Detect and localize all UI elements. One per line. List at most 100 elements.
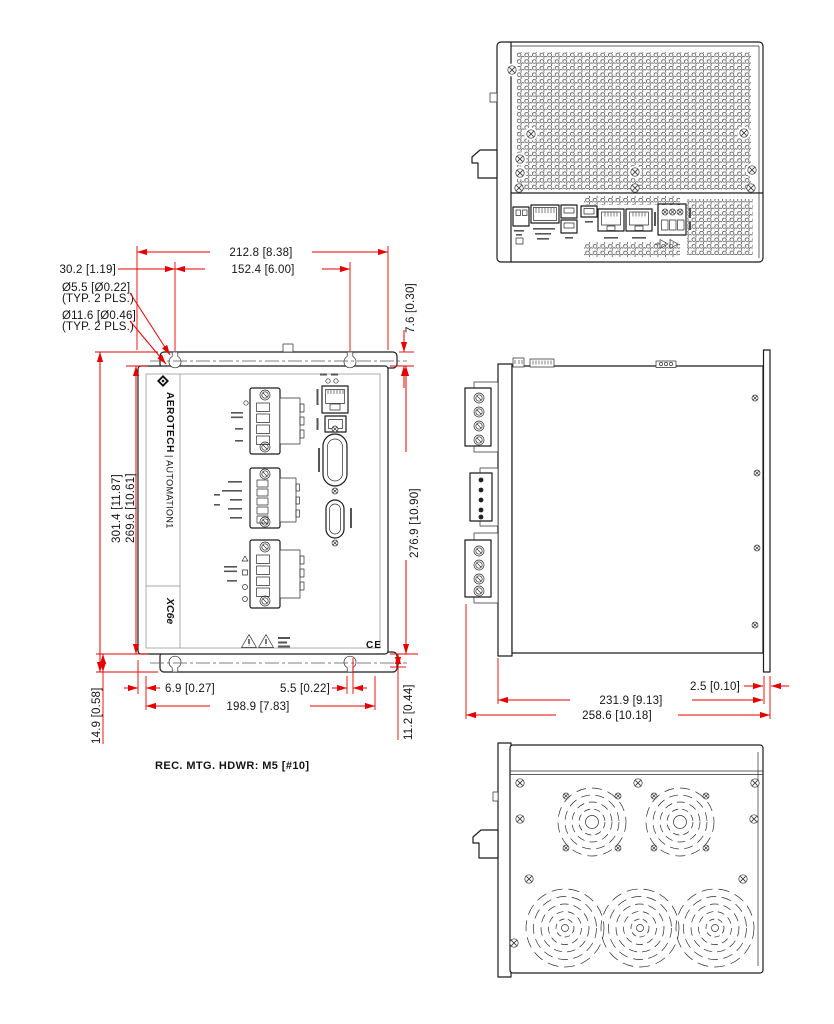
screw-icon — [702, 844, 710, 852]
screw-icon — [507, 65, 517, 75]
connector-label-marks — [230, 517, 242, 519]
screw-icon — [473, 585, 485, 597]
front-panel-inset — [145, 373, 381, 649]
connector-label-marks — [235, 440, 243, 442]
screw-icon — [750, 778, 760, 788]
front-view: AEROTECH | AUTOMATION1 XC6e — [59, 246, 421, 744]
aerotech-logo-icon — [157, 375, 169, 387]
dim-overall-height: 301.4 [11.87] — [111, 474, 123, 543]
mounting-keyhole — [168, 351, 182, 369]
io-connector-wide — [530, 204, 560, 240]
usb-ports — [560, 204, 578, 239]
front-panel-edge — [497, 742, 512, 978]
rear-mounting-flange — [762, 349, 771, 673]
side-view: 2.5 [0.10] 231.9 [9.13] 258.6 [10.18] — [464, 349, 789, 722]
ethernet-port — [625, 208, 653, 239]
indicator-led — [243, 400, 249, 406]
screw-icon — [259, 389, 271, 401]
ethernet-port — [316, 373, 349, 414]
screw-icon — [473, 434, 485, 446]
connector-label-marks — [235, 428, 243, 430]
dim-slot-offset-right: 5.5 [0.22] — [280, 683, 330, 695]
screw-icon — [739, 128, 749, 138]
screw-icon — [259, 441, 271, 453]
screw-icon — [562, 844, 570, 852]
screw-icon — [669, 208, 676, 216]
screw-icon — [633, 778, 643, 788]
dim-body-height: 269.6 [10.61] — [125, 473, 137, 543]
screw-icon — [259, 541, 271, 553]
screw-icon — [509, 938, 519, 948]
side-tab — [492, 791, 499, 802]
terminal-block-side-bottom — [464, 532, 499, 604]
callout-large-hole-note: (TYP. 2 PLS.) — [62, 321, 134, 333]
connector-label-marks — [214, 494, 220, 496]
screw-icon — [515, 814, 525, 824]
port-label-marks — [316, 389, 319, 405]
screw-icon — [524, 874, 534, 884]
dim-tab-below-left: 14.9 [0.58] — [91, 687, 103, 744]
terminal-block-side-top — [464, 381, 499, 453]
screw-icon — [630, 183, 640, 193]
screw-icon — [331, 487, 339, 495]
screw-icon — [614, 844, 622, 852]
dim-depth-overall: 258.6 [10.18] — [582, 710, 652, 722]
connector-side-middle — [469, 467, 499, 527]
mounting-hardware-note: REC. MTG. HDWR: M5 [#10] — [155, 760, 309, 772]
front-dimensions: 212.8 [8.38] 30.2 [1.19] 152.4 [6.00] 7.… — [59, 246, 421, 744]
screw-icon — [259, 516, 271, 528]
dsub25-connector — [318, 425, 348, 495]
warning-label-marks — [278, 645, 290, 648]
terminal-block-middle — [214, 467, 300, 529]
screw-icon — [738, 874, 748, 884]
screw-icon — [753, 469, 761, 477]
mounting-keyhole — [168, 655, 182, 673]
screw-icon — [753, 544, 761, 552]
front-panel-edge — [497, 363, 513, 657]
micro-port — [580, 205, 598, 223]
screw-icon — [331, 539, 339, 547]
connector-label-marks — [227, 580, 237, 582]
screw-icon — [473, 545, 485, 557]
cable-clamp-bracket — [472, 829, 499, 859]
dim-overall-width: 212.8 [8.38] — [229, 247, 292, 259]
brand-secondary-text: | AUTOMATION1 — [165, 455, 175, 529]
connector-label-marks — [224, 570, 237, 573]
terminal-block-top — [231, 387, 305, 455]
screw-icon — [630, 167, 640, 177]
bottom-view-outline — [509, 744, 764, 974]
screw-icon — [751, 621, 759, 629]
ce-mark: CE — [366, 640, 382, 651]
port-label-marks — [331, 373, 338, 376]
port-label-marks — [654, 212, 656, 226]
screw-icon — [515, 154, 525, 164]
phase-marker — [241, 555, 249, 562]
led-indicator — [325, 378, 331, 384]
screw-icon — [661, 208, 669, 216]
phase-marker — [242, 596, 248, 602]
warning-icon — [241, 634, 257, 648]
callout-small-hole: Ø5.5 [Ø0.22] — [62, 282, 130, 294]
screw-icon — [746, 183, 756, 193]
port-label-marks — [316, 418, 319, 430]
screw-icon — [650, 844, 658, 852]
dim-depth-body: 231.9 [9.13] — [599, 695, 662, 707]
port-label-marks — [350, 508, 352, 528]
warning-icon — [258, 634, 274, 648]
warning-label-marks — [278, 641, 287, 644]
top-connector-edge — [655, 360, 677, 368]
warning-label-marks — [278, 637, 290, 639]
callout-large-hole: Ø11.6 [Ø0.46] — [62, 310, 136, 322]
io-terminal-2pin — [512, 206, 530, 245]
cable-clamp-bracket — [471, 149, 498, 179]
dim-tab-protrusion: 7.6 [0.30] — [405, 283, 417, 333]
screw-icon — [259, 595, 271, 607]
screw-icon — [749, 814, 759, 824]
mounting-keyhole — [343, 351, 357, 369]
screw-icon — [526, 129, 536, 139]
dim-hole-spacing: 152.4 [6.00] — [231, 264, 294, 276]
bottom-view — [472, 742, 764, 978]
screw-icon — [650, 792, 658, 800]
ethernet-port — [597, 208, 625, 239]
